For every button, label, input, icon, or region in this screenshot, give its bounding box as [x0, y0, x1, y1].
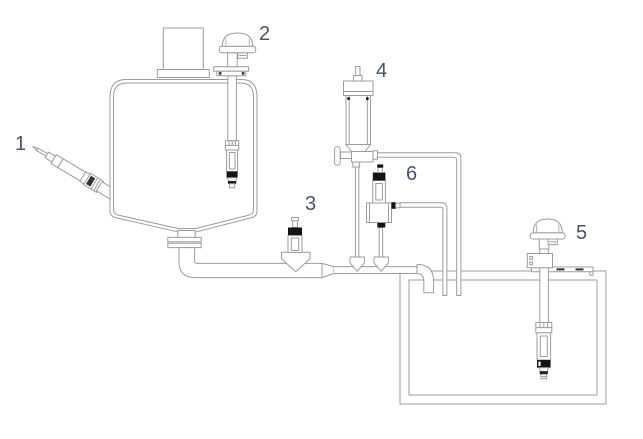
unit-6-side-stub — [395, 202, 401, 209]
label-1: 1 — [15, 133, 27, 155]
probe-1-body — [50, 154, 87, 182]
sensor-3-pin-cap — [291, 217, 299, 222]
tank-neck-flange — [156, 69, 210, 78]
basin-inlet-elbow — [416, 263, 435, 294]
probe-5-bracket — [526, 253, 553, 269]
riser-tube-4 — [354, 166, 360, 258]
probe-2-top-immersion — [213, 32, 257, 189]
unit-6-flow-cell — [366, 164, 401, 228]
probe-5-basin-immersion — [526, 218, 594, 380]
unit-4-top-pin — [355, 66, 361, 76]
probe-5-electrode-band — [537, 360, 551, 368]
probe-2-electrode-tip — [228, 183, 236, 189]
pipe-tee-fittings — [281, 251, 389, 273]
return-tube-from-4 — [376, 152, 462, 296]
unit-6-sensor-cap — [372, 172, 386, 181]
unit-6-bottom-nut — [377, 222, 386, 228]
probe-2-electrode-body — [226, 149, 239, 172]
unit-6-side-nut — [391, 202, 396, 209]
unit-4-valve-stem — [340, 151, 352, 159]
tank-outlet-piping — [167, 230, 335, 279]
outlet-flange-upper — [167, 236, 202, 243]
tank-neck-cylinder — [162, 27, 204, 70]
probe-2-head-rim — [218, 45, 257, 54]
probe-5-plate-lip — [589, 271, 594, 276]
probe-2-flange-upper — [213, 66, 250, 72]
basin-outer-wall — [399, 270, 607, 405]
sensor-3-pin — [292, 220, 298, 228]
label-3: 3 — [305, 193, 317, 215]
unit-4-top-cap — [343, 80, 374, 96]
sensor-3-inline — [287, 217, 303, 253]
probe-5-electrode-body — [536, 332, 552, 361]
tank-inner-shell — [113, 82, 254, 230]
probe-5-head-rim — [529, 232, 566, 240]
unit-4-housing — [345, 95, 371, 145]
probe-1-angled — [32, 145, 118, 201]
unit-4-bottom-port — [352, 161, 361, 168]
probe-2-shaft — [227, 75, 237, 142]
unit-4-bypass-vessel — [334, 66, 378, 168]
unit-6-cell-body — [366, 202, 392, 223]
return-tube-from-6 — [399, 202, 448, 296]
probe-2-neck — [227, 52, 238, 68]
tank-neck — [156, 27, 210, 78]
label-2: 2 — [259, 23, 271, 45]
tee-fitting-sensor-3 — [281, 251, 311, 273]
probe-5-transmitter-head — [532, 218, 563, 234]
tee-fitting-riser-6 — [373, 256, 389, 272]
probe-1-needle-tip — [32, 145, 39, 151]
unit-4-manifold — [351, 151, 374, 163]
label-5: 5 — [576, 222, 588, 244]
probe-5-neck — [538, 238, 550, 250]
label-4: 4 — [376, 60, 388, 82]
probe-2-transmitter-head — [221, 32, 254, 47]
pipe-reducer — [321, 262, 335, 279]
probe-2-flange-lower — [216, 70, 247, 77]
transfer-tube — [334, 266, 418, 274]
unit-4-outlet-fitting — [372, 150, 378, 160]
process-tank — [109, 79, 258, 233]
sensor-3-cap — [288, 227, 302, 236]
unit-4-bottom-taper — [345, 144, 371, 152]
discharge-elbow — [416, 263, 435, 294]
unit-4-pin-base — [353, 75, 363, 82]
basin-inner-wall — [408, 279, 598, 396]
unit-4-valve-handle — [334, 146, 341, 166]
open-basin — [399, 270, 607, 405]
unit-6-top-pin — [377, 167, 383, 173]
tank-outer-shell — [109, 79, 258, 233]
tank-outlet-stub — [177, 230, 196, 238]
tee-fitting-riser-4 — [349, 256, 365, 272]
probe-2-electrode-band — [226, 171, 238, 178]
riser-tube-6 — [378, 227, 384, 258]
outlet-flange-lower — [167, 242, 202, 249]
label-6: 6 — [406, 163, 418, 185]
